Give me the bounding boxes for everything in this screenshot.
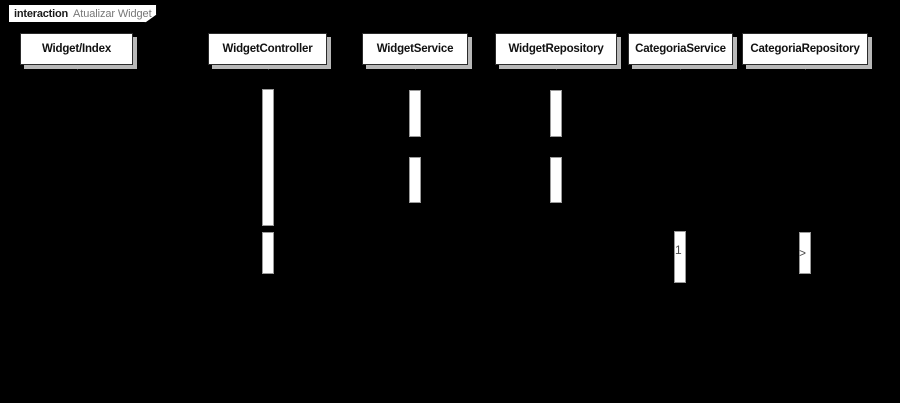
- participant-widget-index[interactable]: Widget/Index: [20, 33, 137, 69]
- lifeline-widget-repository: [556, 69, 557, 403]
- participant-label: CategoriaService: [635, 43, 726, 55]
- participant-box[interactable]: CategoriaRepository: [742, 33, 868, 65]
- activation-bar-act-cat-service-1: [674, 231, 686, 283]
- participant-label: Widget/Index: [41, 43, 112, 55]
- participant-widget-controller[interactable]: WidgetController: [208, 33, 331, 69]
- participant-widget-service[interactable]: WidgetService: [362, 33, 472, 69]
- participant-box[interactable]: Widget/Index: [20, 33, 133, 65]
- participant-label: WidgetService: [376, 43, 454, 55]
- participant-label: WidgetRepository: [508, 43, 604, 55]
- participant-label: WidgetController: [222, 43, 313, 55]
- activation-bar-act-service-1: [409, 90, 421, 137]
- participant-categoria-repository[interactable]: CategoriaRepository: [742, 33, 872, 69]
- participant-categoria-service[interactable]: CategoriaService: [628, 33, 737, 69]
- lifeline-widget-index: [77, 69, 78, 403]
- participant-widget-repository[interactable]: WidgetRepository: [495, 33, 621, 69]
- glyph-fragment-frag-arrowhead: >: [799, 246, 807, 260]
- glyph-fragment-frag-digit-one: 1: [675, 243, 682, 257]
- activation-bar-act-service-2: [409, 157, 421, 203]
- participant-box[interactable]: CategoriaService: [628, 33, 733, 65]
- activation-bar-act-cat-repo-1: [799, 232, 811, 274]
- activation-bar-act-repository-2: [550, 157, 562, 203]
- lifeline-widget-service: [415, 69, 416, 403]
- frame-name: Atualizar Widget: [73, 7, 152, 20]
- participant-box[interactable]: WidgetController: [208, 33, 327, 65]
- participant-label: CategoriaRepository: [750, 43, 860, 55]
- activation-bar-act-repository-1: [550, 90, 562, 137]
- interaction-frame-tab: interaction Atualizar Widget: [8, 4, 157, 23]
- participant-box[interactable]: WidgetService: [362, 33, 468, 65]
- activation-bar-act-controller-2: [262, 232, 274, 274]
- participant-box[interactable]: WidgetRepository: [495, 33, 617, 65]
- frame-keyword: interaction: [14, 7, 69, 20]
- activation-bar-act-controller-1: [262, 89, 274, 226]
